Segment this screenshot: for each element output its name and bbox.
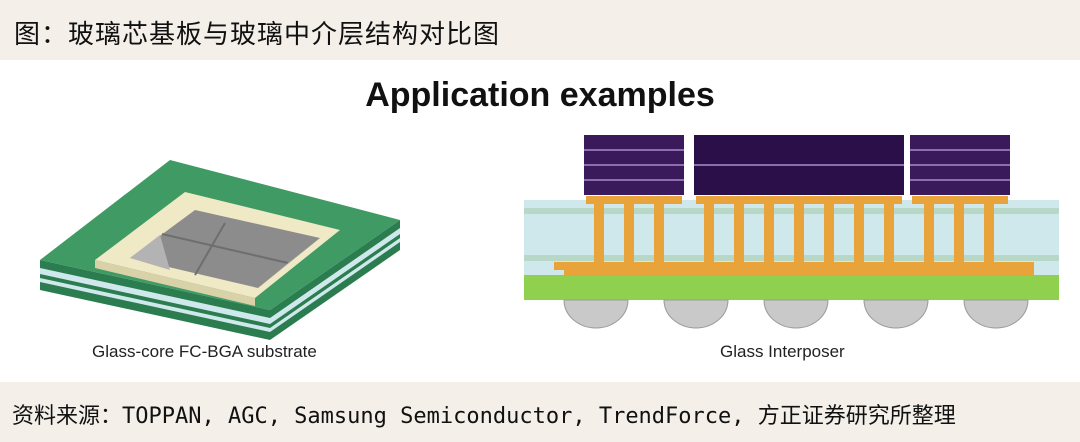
figure-title: 图：玻璃芯基板与玻璃中介层结构对比图 [14, 20, 501, 50]
panel-heading: Application examples [365, 76, 715, 114]
solder-balls [563, 299, 1029, 329]
left-caption: Glass-core FC-BGA substrate [92, 342, 317, 361]
right-caption: Glass Interposer [720, 342, 845, 361]
via-array [554, 196, 1034, 276]
title-bar [0, 0, 1080, 60]
die-center [694, 135, 904, 195]
pcb-layer [524, 275, 1059, 300]
glass-core-substrate-illustration [40, 160, 400, 340]
source-note: 资料来源：TOPPAN, AGC, Samsung Semiconductor,… [12, 404, 956, 429]
die-stack-right [910, 135, 1010, 195]
source-bar [0, 382, 1080, 442]
glass-interposer-illustration [524, 135, 1059, 329]
die-stack-left [584, 135, 684, 195]
